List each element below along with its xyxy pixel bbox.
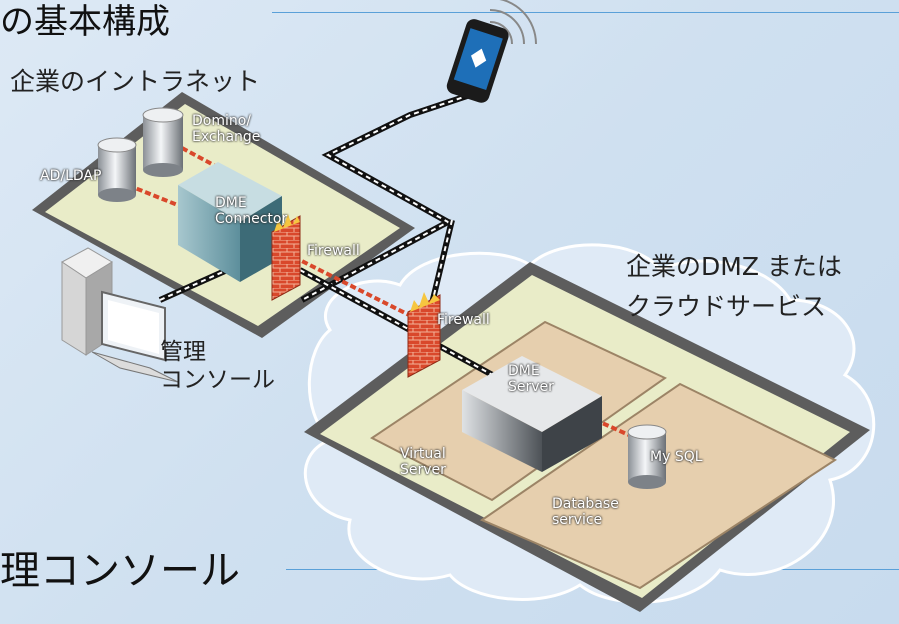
dmz-cloud-label: 企業のDMZ または クラウドサービス [626, 252, 842, 321]
management-console-label: 管理 コンソール [160, 339, 275, 393]
divider-top [272, 12, 899, 13]
database-service-label: Database service [552, 496, 619, 528]
mysql-label: My SQL [650, 449, 703, 465]
dme-connector-label: DME Connector [215, 195, 288, 227]
dme-server-label: DME Server [508, 363, 554, 395]
firewall-dmz-label: Firewall [437, 312, 490, 328]
firewall-intranet-label: Firewall [307, 243, 360, 259]
ad-ldap-label: AD/LDAP [40, 168, 102, 184]
keyboard-icon [91, 351, 179, 383]
section-heading-top: の基本構成 [0, 2, 170, 42]
domino-exchange-label: Domino/ Exchange [192, 113, 261, 145]
intranet-label: 企業のイントラネット [10, 67, 261, 96]
mysql-database-icon [627, 424, 667, 489]
domino-exchange-database-icon [142, 107, 184, 177]
smartphone-icon [446, 19, 509, 103]
firewall-dmz-icon [407, 292, 441, 378]
monitor-icon [101, 290, 166, 362]
section-heading-bottom: 理コンソール [0, 548, 240, 594]
firewall-intranet-icon [271, 214, 301, 301]
dme-server-box [462, 356, 602, 472]
ad-ldap-database-icon [97, 137, 137, 202]
wireless-signal-icon [489, 0, 537, 45]
virtual-server-label: Virtual Server [400, 446, 446, 478]
